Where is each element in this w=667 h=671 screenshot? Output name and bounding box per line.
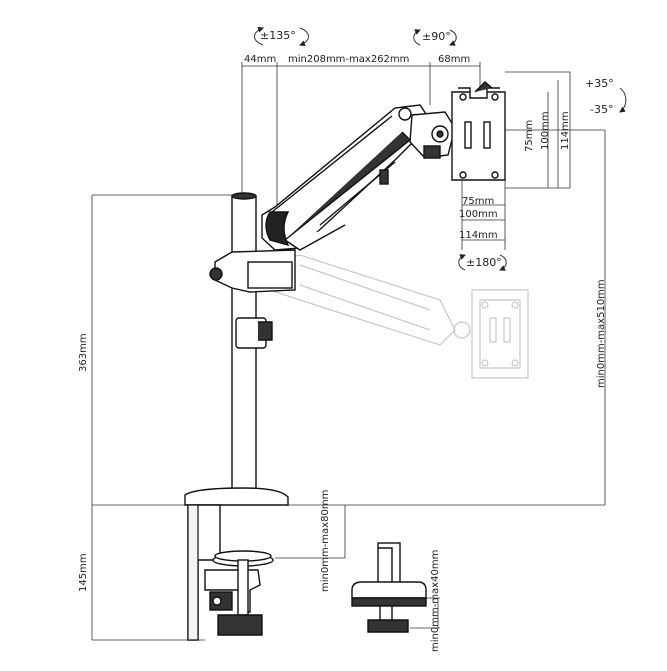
plate-114-vertical-label: 114mm [560,111,571,150]
grommet-range-label: min0mm-max40mm [430,549,441,652]
vesa-75-horizontal-label: 75mm [462,196,495,207]
clamp-range-label: min0mm-max80mm [320,489,331,592]
vesa-100-horizontal-label: 100mm [459,209,498,220]
lowered-arm-ghost [269,254,529,379]
height-range-label: min0mm-max510mm [596,279,607,388]
vesa-plate [451,81,506,181]
monitor-rotation-label: ±180° [466,256,502,269]
pole-height-label: 363mm [78,333,89,372]
head-depth-label: 68mm [438,54,471,65]
vesa-100-vertical-label: 100mm [540,111,551,150]
tilt-up-label: +35° [585,77,614,90]
pole [209,192,296,497]
plate-114-horizontal-label: 114mm [459,230,498,241]
tilt-down-label: -35° [590,103,614,116]
head-swivel-label: ±90° [422,30,451,43]
vesa-75-vertical-label: 75mm [524,119,535,152]
arm-swivel-label: ±135° [260,29,296,42]
gas-spring-arm [261,104,431,251]
pole-offset-label: 44mm [244,54,277,65]
grommet-mount [351,542,427,633]
rotation-arrows [254,26,627,271]
desk-edge [187,504,199,641]
arm-reach-label: min208mm-max262mm [288,54,410,65]
tilt-joint [409,111,456,159]
clamp-height-label: 145mm [78,553,89,592]
desk-clamp [184,487,289,641]
